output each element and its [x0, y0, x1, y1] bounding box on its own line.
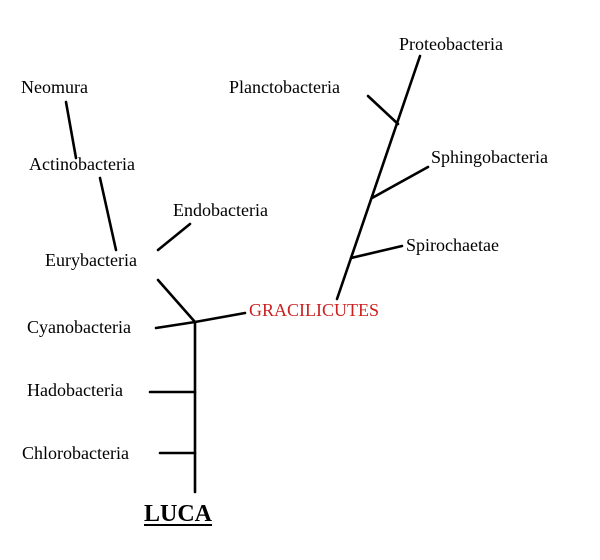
clade-label-gracilicutes: GRACILICUTES	[249, 300, 379, 320]
taxon-label-actinobacteria: Actinobacteria	[29, 154, 135, 174]
taxon-label-eurybacteria: Eurybacteria	[45, 250, 137, 270]
taxon-label-proteobacteria: Proteobacteria	[399, 34, 503, 54]
taxon-label-neomura: Neomura	[21, 77, 88, 97]
actinobacteria-branch	[98, 176, 118, 252]
taxon-label-chlorobacteria: Chlorobacteria	[22, 443, 129, 463]
gracilicutes-branch	[193, 311, 247, 324]
endobacteria-branch	[156, 222, 192, 252]
taxon-label-hadobacteria: Hadobacteria	[27, 380, 123, 400]
taxon-label-cyanobacteria: Cyanobacteria	[27, 317, 131, 337]
neomura-branch	[64, 100, 78, 160]
sphingobacteria-branch	[370, 165, 430, 200]
spirochaetae-branch	[349, 244, 404, 260]
eurybacteria-branch	[156, 278, 197, 324]
cyanobacteria-branch	[154, 320, 197, 330]
taxon-label-endobacteria: Endobacteria	[173, 200, 268, 220]
taxon-label-sphingobacteria: Sphingobacteria	[431, 147, 548, 167]
taxon-label-spirochaetae: Spirochaetae	[406, 235, 499, 255]
planctobacteria-branch	[366, 94, 400, 126]
taxon-label-planctobacteria: Planctobacteria	[229, 77, 340, 97]
root-label-luca: LUCA	[144, 501, 213, 527]
